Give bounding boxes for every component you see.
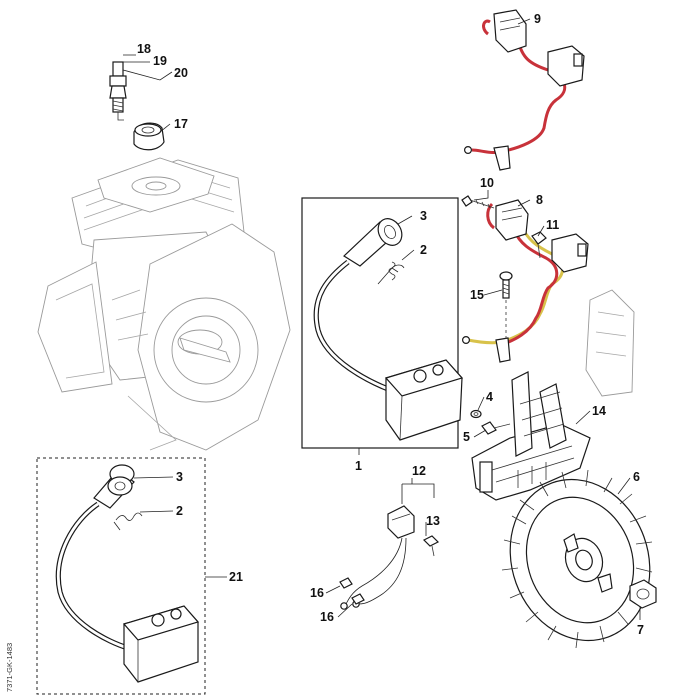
- callout-19: 19: [153, 54, 167, 68]
- callout-5: 5: [463, 430, 470, 444]
- screw-11: [531, 231, 547, 259]
- ignition-module-1: [313, 218, 464, 441]
- callout-21: 21: [229, 570, 243, 584]
- spark-plug: [109, 61, 127, 121]
- screw-10: [461, 195, 495, 209]
- callout-13: 13: [426, 514, 440, 528]
- callout-11: 11: [546, 218, 559, 232]
- spring-2-upper: [377, 261, 405, 285]
- carrier-14: [471, 371, 591, 501]
- nut-7: [629, 579, 657, 609]
- drawing-code: 7371-GK-1483: [5, 643, 14, 692]
- callout-16-lower: 16: [320, 610, 334, 624]
- callout-18: 18: [137, 42, 151, 56]
- callout-15: 15: [470, 288, 484, 302]
- callout-labels: 1 2 2 3 3 4 5 6 7 8 9 10 11 12 13 14 15 …: [137, 12, 644, 637]
- group-box-1: [301, 197, 459, 449]
- callout-3-lower: 3: [176, 470, 183, 484]
- engine-block-ghost: [37, 157, 291, 451]
- washer-4: [470, 409, 482, 419]
- screw-5: [481, 421, 511, 435]
- callout-12: 12: [412, 464, 426, 478]
- screw-16-lower: [351, 593, 365, 605]
- housing-ghost-right: [585, 289, 635, 397]
- wiring-harness-9: [464, 9, 585, 171]
- screw-16-upper: [339, 577, 353, 589]
- spring-2-lower: [113, 512, 143, 531]
- callout-10: 10: [480, 176, 494, 190]
- callout-1: 1: [355, 459, 362, 473]
- callout-3-upper: 3: [420, 209, 427, 223]
- callout-14: 14: [592, 404, 606, 418]
- callout-7: 7: [637, 623, 644, 637]
- callout-17: 17: [174, 117, 188, 131]
- callout-4: 4: [486, 390, 493, 404]
- group-box-21: [36, 457, 206, 695]
- callout-2-upper: 2: [420, 243, 427, 257]
- spark-plug-boot-17: [133, 122, 165, 151]
- callout-20: 20: [174, 66, 188, 80]
- callout-6: 6: [633, 470, 640, 484]
- callout-2-lower: 2: [176, 504, 183, 518]
- leader-lines: [122, 18, 641, 620]
- screw-13: [422, 535, 440, 557]
- callout-8: 8: [536, 193, 543, 207]
- callout-16-upper: 16: [310, 586, 324, 600]
- screw-15: [499, 271, 513, 340]
- short-circuit-wire-12: [340, 505, 415, 610]
- wiring-harness-8: [462, 199, 589, 363]
- ignition-module-21: [55, 464, 200, 683]
- callout-9: 9: [534, 12, 541, 26]
- flywheel-6: [501, 469, 653, 649]
